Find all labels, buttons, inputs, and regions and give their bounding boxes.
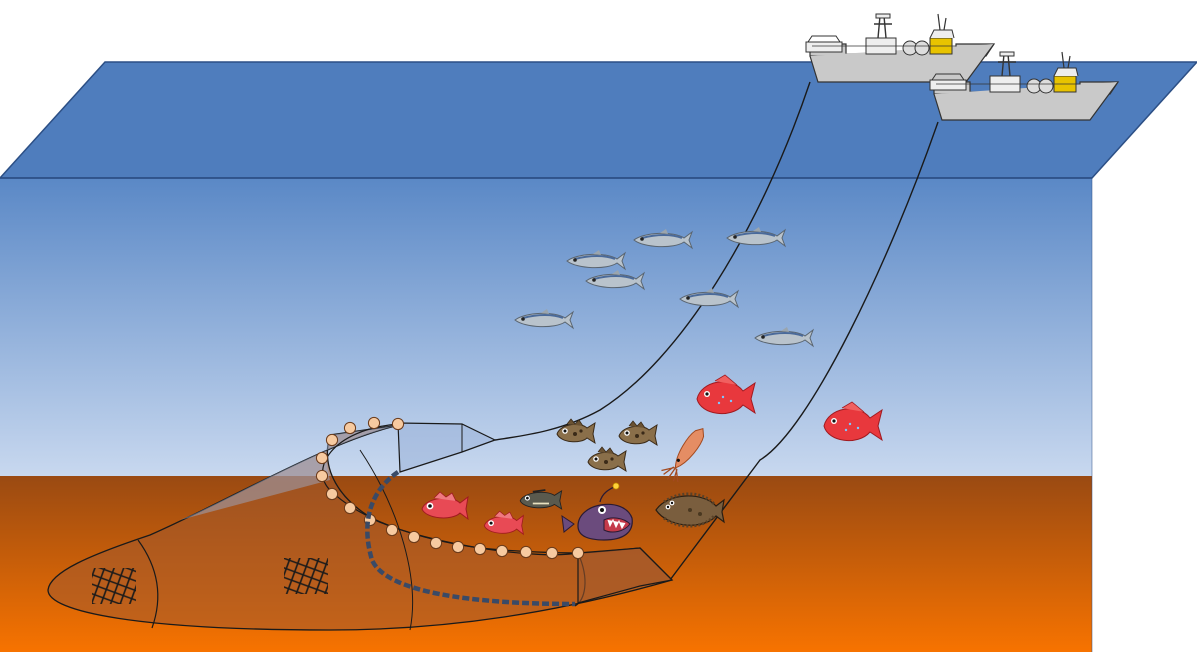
float-icon — [367, 416, 381, 430]
fishing-boats — [805, 13, 1120, 121]
squid-icon — [661, 428, 705, 483]
mesh-patch — [284, 558, 328, 594]
float-icon — [385, 523, 399, 537]
float-icon — [519, 545, 533, 559]
float-icon — [473, 542, 487, 556]
float-icon — [325, 487, 339, 501]
net-wing-lower — [577, 547, 674, 604]
float-icon — [407, 530, 421, 544]
float-icon — [429, 536, 443, 550]
float-icon — [571, 546, 585, 560]
float-icon — [545, 546, 559, 560]
float-icon — [391, 417, 405, 431]
float-icon — [451, 540, 465, 554]
tow-warp-left — [494, 81, 811, 441]
mesh-patch — [92, 568, 136, 604]
headrope-floats — [315, 416, 585, 560]
trawl-net — [47, 416, 674, 631]
float-icon — [343, 421, 357, 435]
float-icon — [315, 451, 329, 465]
float-icon — [325, 433, 339, 447]
anglerfish-icon — [561, 482, 633, 541]
groundrope-chain — [365, 470, 576, 607]
tow-warp-right — [669, 121, 939, 581]
float-icon — [315, 469, 329, 483]
flatfish-icon — [655, 492, 725, 528]
marine-life — [421, 226, 883, 541]
fishing-boat-icon — [929, 51, 1120, 121]
float-icon — [495, 544, 509, 558]
float-icon — [343, 501, 357, 515]
fishing-boat-icon — [805, 13, 996, 83]
net-wing-upper — [397, 422, 497, 473]
